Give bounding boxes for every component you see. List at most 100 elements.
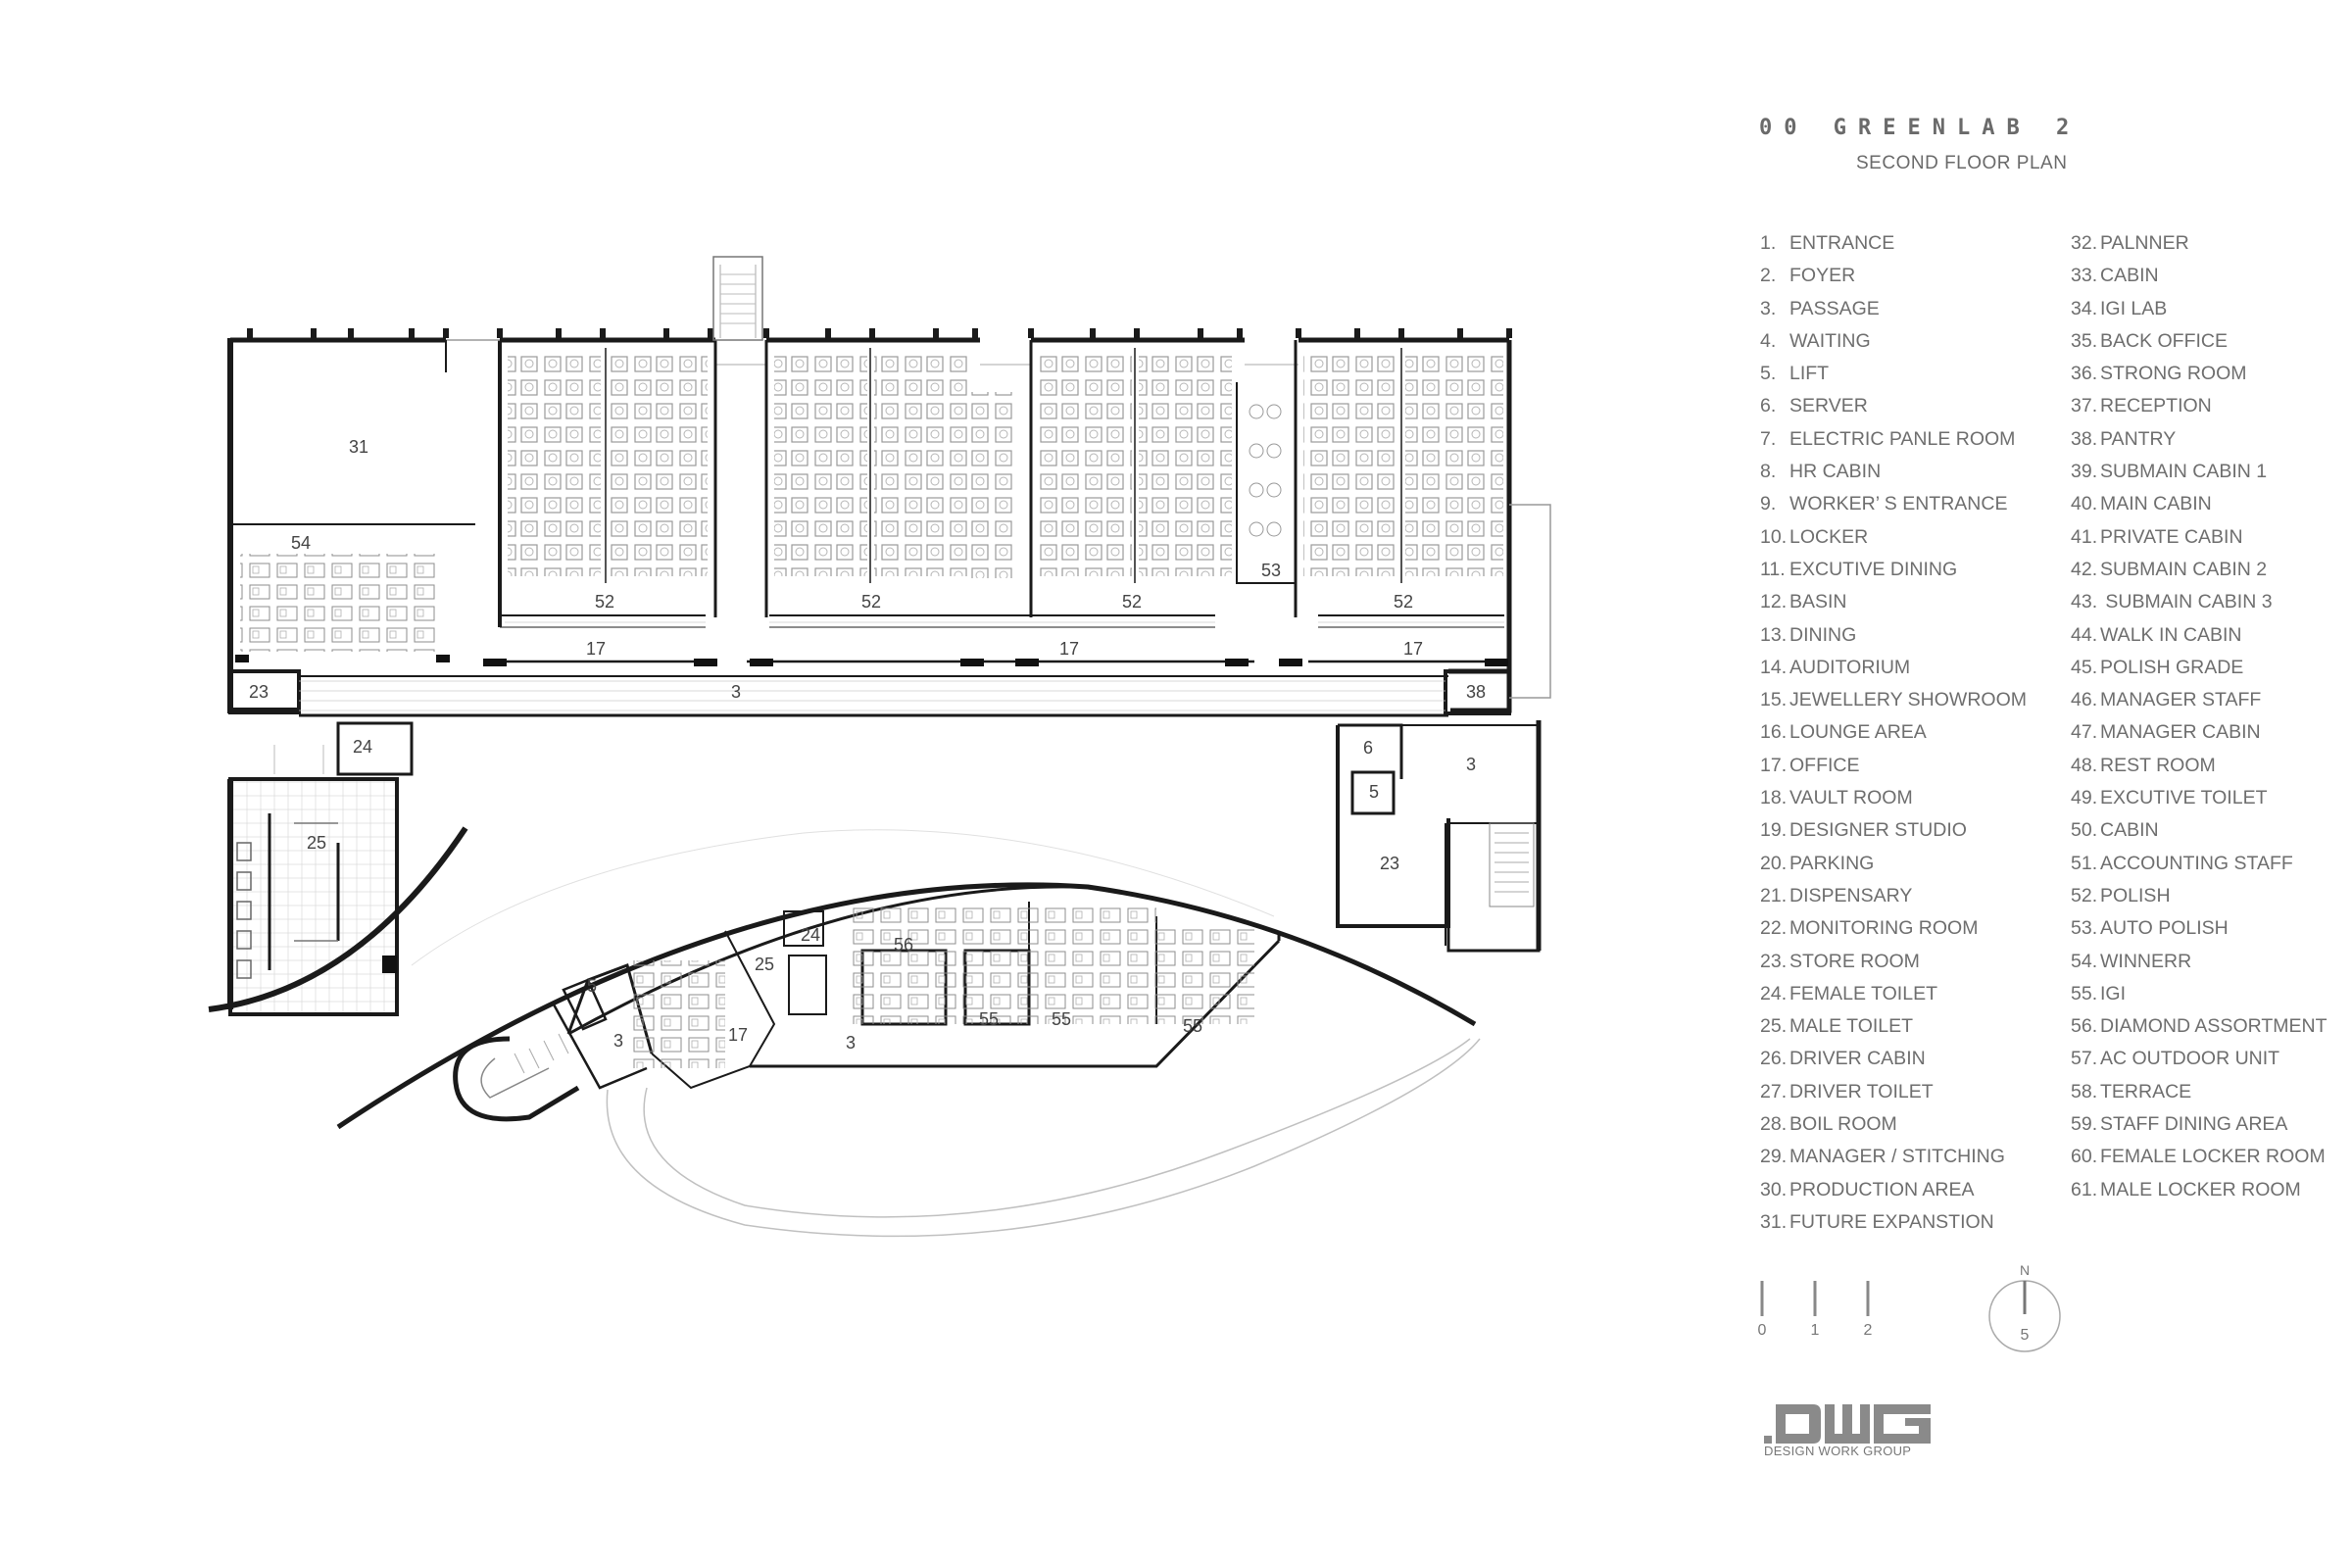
legend-item-number: 11. [1760,558,1786,580]
room-label: 3 [1466,755,1476,774]
legend-item: 37.RECEPTION [2071,390,2328,422]
drawing-subtitle: SECOND FLOOR PLAN [1856,153,2068,173]
legend-item-number: 37. [2071,395,2098,417]
legend-item-label: STAFF DINING AREA [2100,1113,2288,1136]
legend-item-number: 23. [1760,950,1788,972]
room-label: 38 [1466,682,1486,702]
legend-item: 50.CABIN [2071,814,2328,847]
legend-item-number: 27. [1760,1080,1788,1102]
room-label: 52 [595,592,614,612]
legend-item: 39.SUBMAIN CABIN 1 [2071,456,2328,488]
legend-item-number: 26. [1760,1048,1788,1070]
legend-item-number: 18. [1760,787,1788,809]
second-floor-plan-drawing: 31 54 52 52 52 52 53 17 17 17 23 3 38 24… [208,256,1551,1238]
legend-item-number: 25. [1760,1015,1788,1038]
legend-item-number: 33. [2071,265,2098,287]
legend-item-label: DRIVER CABIN [1789,1048,1926,1070]
legend-item: 53.AUTO POLISH [2071,912,2328,945]
legend-item-number: 41. [2071,525,2098,548]
room-label: 17 [728,1025,748,1045]
legend-item-label: AUDITORIUM [1789,656,1911,678]
legend-item-number: 60. [2071,1146,2098,1168]
legend-item: 25.MALE TOILET [1760,1010,2027,1043]
legend-item-label: REST ROOM [2100,754,2216,776]
legend-item: 23.STORE ROOM [1760,946,2027,978]
room-label: 17 [1403,639,1423,659]
legend-item-label: DESIGNER STUDIO [1789,819,1967,842]
legend-item-label: WAITING [1789,329,1871,352]
legend-item-number: 58. [2071,1080,2098,1102]
room-label: 3 [846,1033,856,1053]
legend-item-number: 31. [1760,1210,1788,1233]
legend-item-number: 56. [2071,1015,2098,1038]
legend-item-number: 39. [2071,461,2098,483]
west-toilet-block [208,721,468,1016]
legend-item-label: FOYER [1789,265,1856,287]
legend-item-number: 43. [2071,591,2098,613]
legend-item-number: 57. [2071,1048,2098,1070]
legend-item-number: 1. [1760,232,1777,254]
legend-item: 56.DIAMOND ASSORTMENT [2071,1010,2328,1043]
legend-item: 3.PASSAGE [1760,293,2027,325]
legend-item: 4.WAITING [1760,325,2027,358]
legend-item-number: 21. [1760,884,1788,906]
legend-item-number: 55. [2071,982,2098,1004]
legend-item: 44.WALK IN CABIN [2071,619,2328,652]
legend-item: 59.STAFF DINING AREA [2071,1108,2328,1141]
legend-item-number: 35. [2071,329,2098,352]
legend-item-number: 29. [1760,1146,1788,1168]
legend-item: 19.DESIGNER STUDIO [1760,814,2027,847]
legend-item: 31.FUTURE EXPANSTION [1760,1206,2027,1239]
legend-item: 30.PRODUCTION AREA [1760,1174,2027,1206]
legend-item-label: BOIL ROOM [1789,1113,1897,1136]
legend-item: 42.SUBMAIN CABIN 2 [2071,554,2328,586]
legend-item-number: 34. [2071,297,2098,319]
legend-item-label: FEMALE TOILET [1789,982,1937,1004]
legend-item-label: MONITORING ROOM [1789,917,1979,940]
legend-item-label: SUBMAIN CABIN 1 [2100,461,2268,483]
legend-item-label: LIFT [1789,363,1830,385]
legend-item-number: 30. [1760,1178,1788,1200]
legend-item-number: 44. [2071,623,2098,646]
legend-item-number: 10. [1760,525,1788,548]
legend-item-label: SUBMAIN CABIN 2 [2100,558,2268,580]
legend-item: 5.LIFT [1760,358,2027,390]
north-arrow-icon: N 5 [1988,1262,2061,1352]
legend-item-label: CABIN [2100,265,2159,287]
legend-item-number: 48. [2071,754,2098,776]
room-label: 5 [1369,782,1379,802]
legend-item: 45.POLISH GRADE [2071,652,2328,684]
legend-item-label: PRODUCTION AREA [1789,1178,1975,1200]
legend-item-label: FEMALE LOCKER ROOM [2100,1146,2326,1168]
scale-tick-label: 0 [1758,1322,1767,1338]
legend-item-label: DINING [1789,623,1857,646]
legend-item-number: 9. [1760,493,1777,515]
compass-number: 5 [2021,1327,2030,1344]
legend-item: 58.TERRACE [2071,1076,2328,1108]
room-label: 52 [1394,592,1413,612]
legend-item-number: 45. [2071,656,2098,678]
legend-item-number: 15. [1760,689,1788,711]
legend-item-label: OFFICE [1789,754,1860,776]
legend-item-label: PRIVATE CABIN [2100,525,2243,548]
legend-item-label: MANAGER CABIN [2100,721,2261,744]
legend-item-number: 54. [2071,950,2098,972]
legend-item: 51.ACCOUNTING STAFF [2071,848,2328,880]
legend-item-label: POLISH [2100,884,2171,906]
room-label: 54 [291,533,311,553]
legend-item: 35.BACK OFFICE [2071,325,2328,358]
legend-item-label: DISPENSARY [1789,884,1913,906]
legend-item-number: 2. [1760,265,1777,287]
legend-item-number: 36. [2071,363,2098,385]
legend-item: 61.MALE LOCKER ROOM [2071,1174,2328,1206]
legend-item-number: 22. [1760,917,1788,940]
legend-item-number: 61. [2071,1178,2098,1200]
legend-item: 57.AC OUTDOOR UNIT [2071,1043,2328,1075]
legend-item-label: RECEPTION [2100,395,2212,417]
legend-item-label: BACK OFFICE [2100,329,2229,352]
south-curved-wing [336,829,1481,1238]
room-label: 24 [801,925,820,945]
room-label: 25 [755,955,774,974]
legend-item-number: 47. [2071,721,2098,744]
legend-item: 41.PRIVATE CABIN [2071,521,2328,554]
